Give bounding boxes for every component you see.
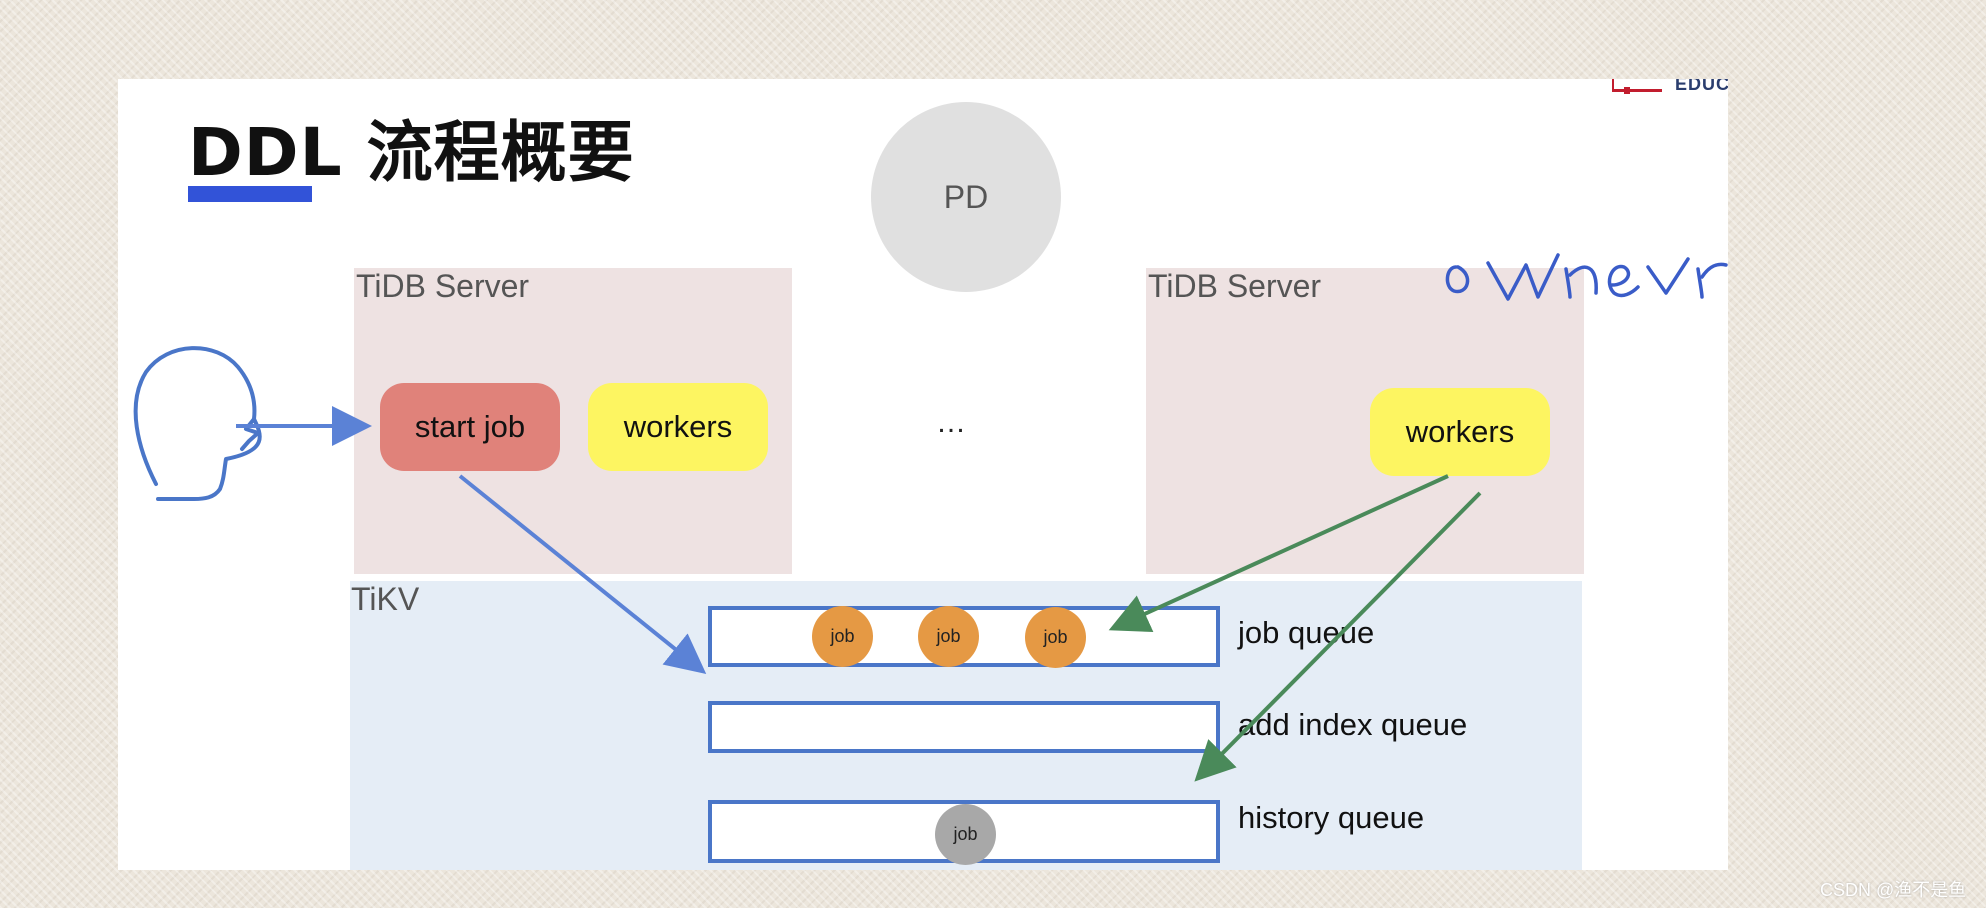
workers-box-left: workers (588, 383, 768, 471)
history-queue-label: history queue (1238, 800, 1425, 835)
tikv-label: TiKV (351, 581, 420, 617)
workers-box-right: workers (1370, 388, 1550, 476)
slide: DDL 流程概要 EDUCA PD TiDB Server TiDB Serve… (118, 79, 1728, 870)
tidb-server-label: TiDB Server (356, 268, 530, 304)
more-servers-ellipsis: … (936, 406, 966, 439)
diagram-overlay (133, 253, 1728, 782)
history-job-item: job (935, 804, 996, 865)
workers-label: workers (1405, 414, 1515, 449)
pd-node: PD (871, 102, 1061, 292)
workers-label: workers (623, 409, 733, 444)
owner-handwriting (1445, 253, 1728, 301)
job-item: job (1025, 607, 1086, 668)
job-item: job (812, 606, 873, 667)
brand-logo: EDUCA (1612, 79, 1728, 101)
logo-bookmark-icon (1624, 87, 1630, 94)
logo-flag-icon (1612, 79, 1662, 92)
add-index-queue-label: add index queue (1238, 707, 1468, 742)
add-index-queue-box (708, 701, 1220, 753)
title-underline (188, 186, 312, 202)
slide-title: DDL 流程概要 (188, 114, 635, 191)
tidb-server-label: TiDB Server (1148, 268, 1322, 304)
workers-to-job-queue-arrow (1108, 474, 1449, 632)
user-head-icon (133, 346, 262, 501)
start-job-label: start job (414, 409, 526, 444)
workers-to-history-queue-arrow (1194, 491, 1482, 782)
watermark: CSDN @渔不是鱼 (1820, 880, 1967, 900)
job-item: job (918, 606, 979, 667)
start-job-box: start job (380, 383, 560, 471)
pd-label: PD (943, 178, 989, 215)
logo-text: EDUCA (1675, 79, 1728, 94)
start-job-to-queue-arrow (458, 474, 707, 675)
